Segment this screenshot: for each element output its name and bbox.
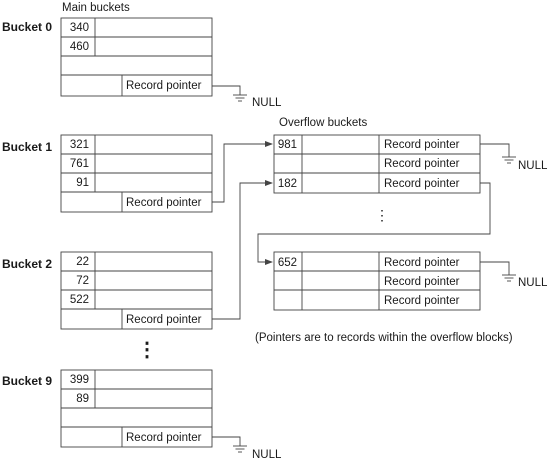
record-pointer-label: Record pointer [384,276,460,288]
null-ground-icon [212,436,247,453]
bucket-value: 522 [70,294,89,306]
null-label: NULL [252,449,282,461]
bucket-label: Bucket 9 [2,374,52,388]
bucket-value: 22 [76,256,89,268]
null-label: NULL [252,97,282,109]
pointer-arrow [212,141,273,203]
overflow-block-1: 981 182 Record pointer Record pointer Re… [273,134,481,194]
main-buckets-ellipsis: ⋮ [137,339,157,361]
record-pointer-label: Record pointer [384,139,460,151]
overflow-ellipsis: ⋮ [375,207,389,223]
main-buckets-title: Main buckets [62,2,130,14]
overflow-buckets-title: Overflow buckets [279,117,367,129]
bucket-value: 89 [76,393,89,405]
overflow-value: 981 [278,139,297,151]
overflow-value: 652 [278,257,297,269]
record-pointer-label: Record pointer [384,257,460,269]
overflow-note: (Pointers are to records within the over… [255,332,513,344]
bucket-1: Bucket 1 321 761 91 Record pointer [2,134,213,213]
bucket-value: 340 [70,22,89,34]
bucket-2: Bucket 2 22 72 522 Record pointer [2,251,213,330]
pointer-arrow [257,182,491,265]
overflow-value: 182 [278,178,297,190]
bucket-value: 91 [76,177,89,189]
bucket-value: 399 [70,374,89,386]
record-pointer-label: Record pointer [384,178,460,190]
null-ground-icon [212,85,247,102]
record-pointer-label: Record pointer [384,295,460,307]
null-ground-icon [480,143,516,164]
record-pointer-label: Record pointer [126,432,202,444]
bucket-label: Bucket 1 [2,140,52,154]
null-ground-icon [480,261,516,282]
overflow-block-2: 652 Record pointer Record pointer Record… [273,251,481,311]
record-pointer-label: Record pointer [384,158,460,170]
bucket-9: Bucket 9 399 89 Record pointer [2,369,213,448]
bucket-value: 761 [70,158,89,170]
bucket-label: Bucket 0 [2,20,52,34]
bucket-value: 321 [70,139,89,151]
record-pointer-label: Record pointer [126,314,202,326]
pointer-arrow [212,180,273,320]
record-pointer-label: Record pointer [126,80,202,92]
bucket-value: 72 [76,275,89,287]
bucket-0: Bucket 0 340 460 Record pointer [2,17,213,97]
null-label: NULL [518,160,548,172]
record-pointer-label: Record pointer [126,197,202,209]
bucket-value: 460 [70,41,89,53]
bucket-label: Bucket 2 [2,257,52,271]
null-label: NULL [518,277,548,289]
